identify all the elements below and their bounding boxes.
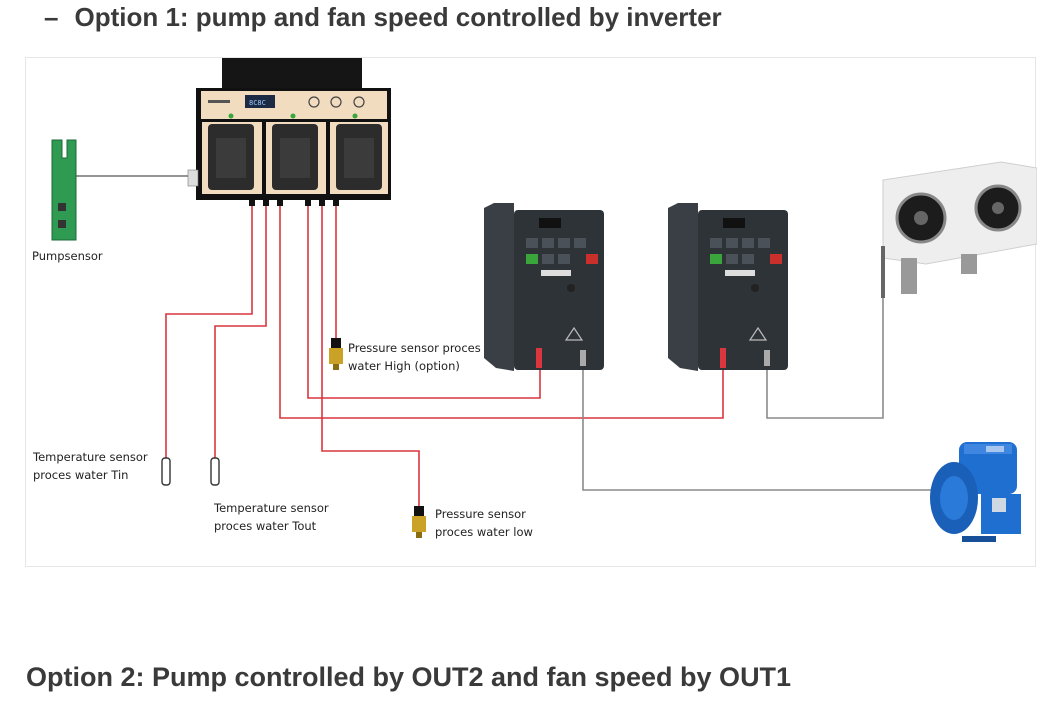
pressure-sensor-high — [329, 338, 343, 370]
option-1-title: Option 1: pump and fan speed controlled … — [74, 2, 722, 32]
label-pumpsensor: Pumpsensor — [32, 249, 103, 263]
controller-connector — [187, 169, 199, 187]
heading-dash: – — [44, 2, 59, 32]
wire-temp-tout — [214, 205, 267, 458]
controller-dial-2 — [330, 96, 342, 108]
label-temp-tout: Temperature sensor proces water Tout — [214, 499, 329, 535]
label-temp-tout-line1: Temperature sensor — [214, 501, 329, 515]
controller-top-mount — [222, 58, 362, 88]
wire-pressure-low — [321, 205, 420, 508]
wire-inverter1-pump — [582, 358, 934, 491]
water-pump — [930, 442, 1021, 542]
controller-dial-1 — [308, 96, 320, 108]
wiring-diagram-svg: 8C8C — [51, 58, 1037, 542]
wiring-diagram: 8C8C — [25, 57, 1037, 567]
pressure-sensor-low — [412, 506, 426, 538]
option-1-heading: –Option 1: pump and fan speed controlled… — [44, 2, 722, 33]
label-temp-tin: Temperature sensor proces water Tin — [33, 448, 148, 484]
controller-display — [245, 95, 275, 108]
label-temp-tout-line2: proces water Tout — [214, 519, 317, 533]
label-pressure-low-line2: proces water low — [435, 525, 533, 539]
temp-probe-tout — [210, 457, 220, 486]
pumpsensor-device — [51, 139, 77, 241]
svg-text:8C8C: 8C8C — [249, 99, 266, 107]
fan-cooler — [881, 161, 1037, 298]
signal-wires — [165, 205, 724, 508]
power-wires — [76, 175, 934, 491]
label-pressure-high-line1: Pressure sensor proces — [348, 341, 481, 355]
label-pressure-low-line1: Pressure sensor — [435, 507, 526, 521]
label-pressure-high-line2: water High (option) — [348, 359, 460, 373]
label-pressure-low: Pressure sensor proces water low — [435, 505, 533, 541]
wire-inverter2-signal — [279, 205, 724, 419]
controller-dial-3 — [353, 96, 365, 108]
inverter-1 — [484, 203, 604, 371]
temp-probe-tin — [161, 457, 171, 486]
option-2-heading: Option 2: Pump controlled by OUT2 and fa… — [26, 662, 792, 692]
inverter-2 — [668, 203, 788, 371]
wire-inverter1-signal — [307, 205, 541, 399]
controller-unit: 8C8C — [187, 58, 391, 206]
wire-inverter2-fan — [766, 248, 884, 419]
label-pressure-high: Pressure sensor proces water High (optio… — [348, 339, 481, 375]
label-temp-tin-line1: Temperature sensor — [33, 450, 148, 464]
wire-temp-tin — [165, 205, 253, 458]
label-temp-tin-line2: proces water Tin — [33, 468, 129, 482]
